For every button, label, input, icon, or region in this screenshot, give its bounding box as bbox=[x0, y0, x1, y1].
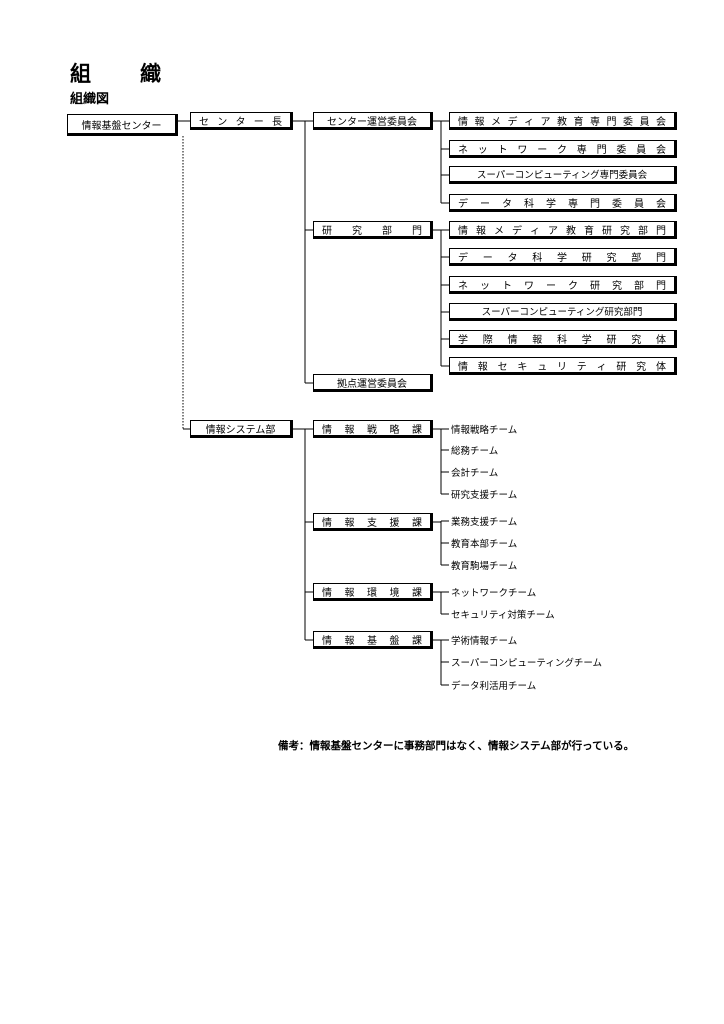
system-dept-node: 情報システム部 bbox=[190, 420, 293, 438]
research-child-2: ネットワーク研究部門 bbox=[449, 276, 677, 294]
team-label-1-0: 業務支援チーム bbox=[451, 517, 518, 528]
team-label-3-2: データ利活用チーム bbox=[451, 681, 537, 692]
research-child-0: 情報メディア教育研究部門 bbox=[449, 221, 677, 239]
division-node-1: 情報支援課 bbox=[313, 513, 433, 531]
footnote: 備考：情報基盤センターに事務部門はなく、情報システム部が行っている。 bbox=[278, 740, 635, 752]
committee-child-1: ネットワーク専門委員会 bbox=[449, 140, 677, 158]
page-title: 組 織 bbox=[70, 62, 175, 86]
research-child-4: 学際情報科学研究体 bbox=[449, 330, 677, 348]
team-label-2-1: セキュリティ対策チーム bbox=[451, 610, 555, 621]
root-node: 情報基盤センター bbox=[67, 114, 178, 136]
research-child-3: スーパーコンピューティング研究部門 bbox=[449, 303, 677, 321]
center-committee-node: センター運営委員会 bbox=[313, 112, 433, 130]
team-label-1-2: 教育駒場チーム bbox=[451, 561, 518, 572]
research-child-5: 情報セキュリティ研究体 bbox=[449, 357, 677, 375]
director-node: センター長 bbox=[190, 112, 293, 130]
team-label-0-2: 会計チーム bbox=[451, 468, 499, 479]
org-chart-subtitle: 組織図 bbox=[70, 92, 110, 107]
division-node-3: 情報基盤課 bbox=[313, 631, 433, 649]
team-label-1-1: 教育本部チーム bbox=[451, 539, 518, 550]
division-node-2: 情報環境課 bbox=[313, 583, 433, 601]
committee-child-3: データ科学専門委員会 bbox=[449, 194, 677, 212]
team-label-0-1: 総務チーム bbox=[451, 446, 499, 457]
team-label-2-0: ネットワークチーム bbox=[451, 588, 537, 599]
team-label-0-0: 情報戦略チーム bbox=[451, 425, 518, 436]
committee-child-0: 情報メディア教育専門委員会 bbox=[449, 112, 677, 130]
division-node-0: 情報戦略課 bbox=[313, 420, 433, 438]
team-label-3-1: スーパーコンピューティングチーム bbox=[451, 658, 603, 669]
research-division-node: 研究部門 bbox=[313, 221, 433, 239]
team-label-0-3: 研究支援チーム bbox=[451, 490, 518, 501]
team-label-3-0: 学術情報チーム bbox=[451, 636, 518, 647]
research-child-1: データ科学研究部門 bbox=[449, 248, 677, 266]
hub-committee-node: 拠点運営委員会 bbox=[313, 374, 433, 392]
committee-child-2: スーパーコンピューティング専門委員会 bbox=[449, 166, 677, 184]
